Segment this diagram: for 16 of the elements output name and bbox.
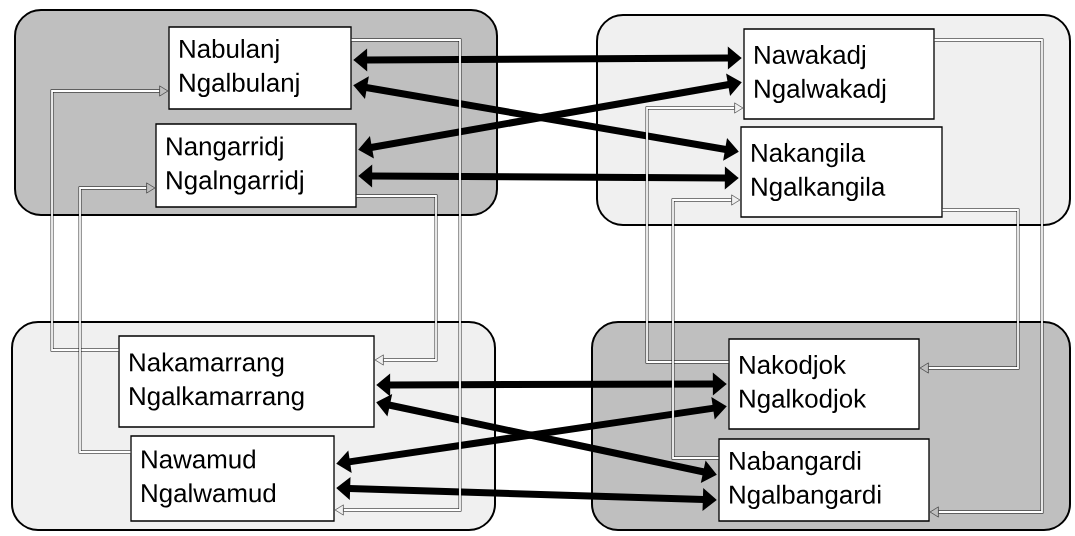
arrow bbox=[645, 102, 744, 364]
arrow bbox=[919, 208, 1020, 374]
arrow bbox=[671, 194, 741, 460]
name-box: Nakangila Ngalkangila bbox=[740, 126, 943, 218]
name-box: Nabangardi Ngalbangardi bbox=[718, 438, 930, 522]
name-box: Nakodjok Ngalkodjok bbox=[728, 338, 920, 430]
name-box: Nawamud Ngalwamud bbox=[130, 435, 335, 522]
name-box: Nawakadj Ngalwakadj bbox=[743, 28, 935, 120]
name-box: Nabulanj Ngalbulanj bbox=[168, 26, 352, 110]
arrow bbox=[78, 182, 156, 454]
arrow bbox=[355, 194, 438, 366]
arrow bbox=[334, 38, 462, 516]
arrow bbox=[929, 38, 1044, 518]
name-box: Nakamarrang Ngalkamarrang bbox=[118, 335, 375, 428]
arrow bbox=[50, 85, 169, 352]
name-box: Nangarridj Ngalngarridj bbox=[155, 123, 357, 208]
